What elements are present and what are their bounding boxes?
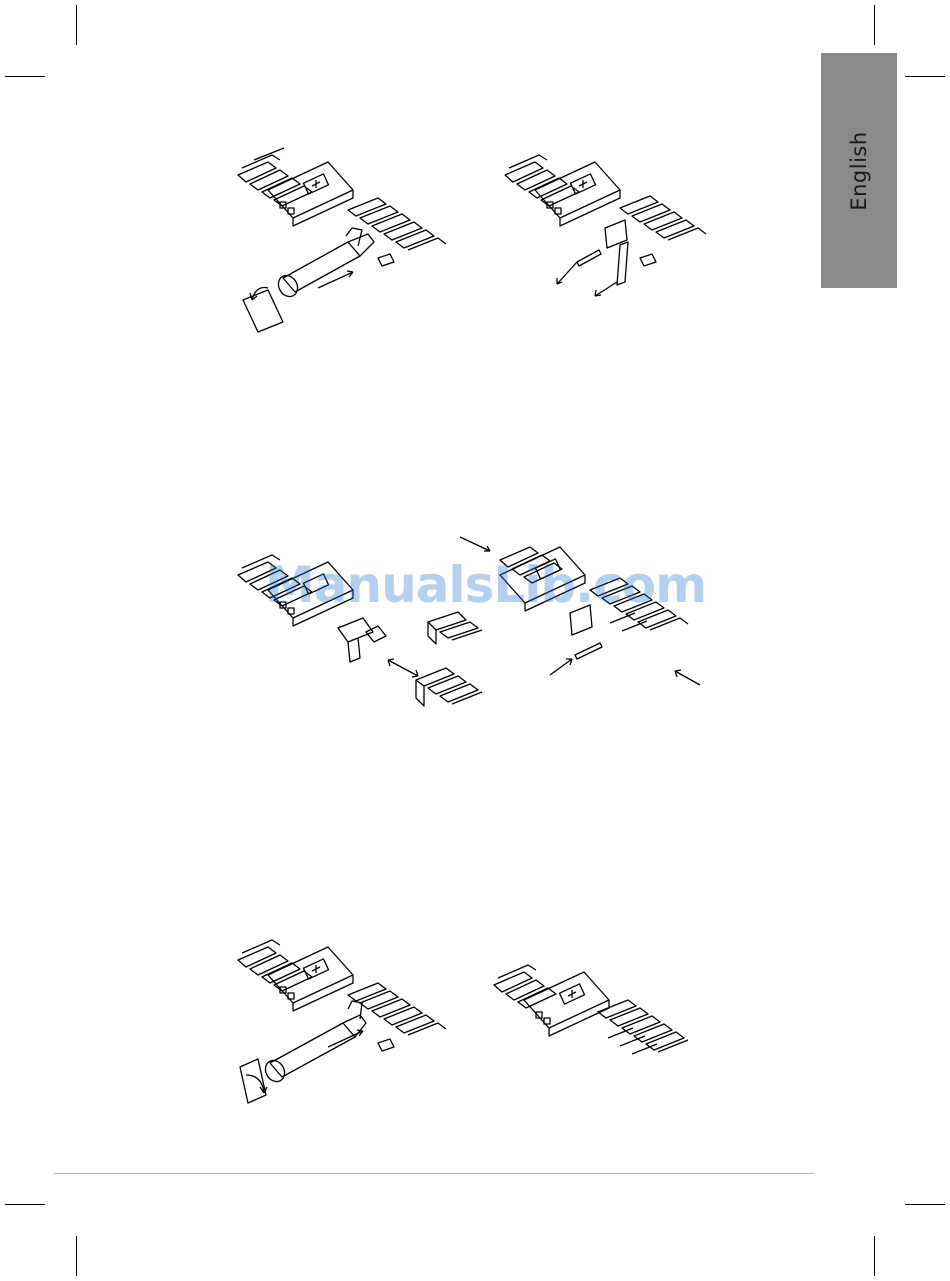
crop-mark [5, 1204, 45, 1205]
footer-rule [54, 1173, 814, 1174]
watermark: ManualsLib.com [265, 556, 705, 614]
bracelet-with-tool-icon [228, 150, 458, 330]
bracelet-with-tool-icon [228, 935, 458, 1115]
bracelet-assembled-icon [488, 960, 698, 1090]
bracelet-pin-removed-icon [495, 150, 725, 310]
crop-mark [76, 5, 77, 45]
crop-mark [76, 1236, 77, 1276]
crop-mark [874, 5, 875, 45]
language-tab: English [821, 53, 897, 288]
crop-mark [905, 76, 945, 77]
crop-mark [905, 1204, 945, 1205]
crop-mark [5, 76, 45, 77]
crop-mark [874, 1236, 875, 1276]
language-tab-label: English [847, 131, 871, 210]
